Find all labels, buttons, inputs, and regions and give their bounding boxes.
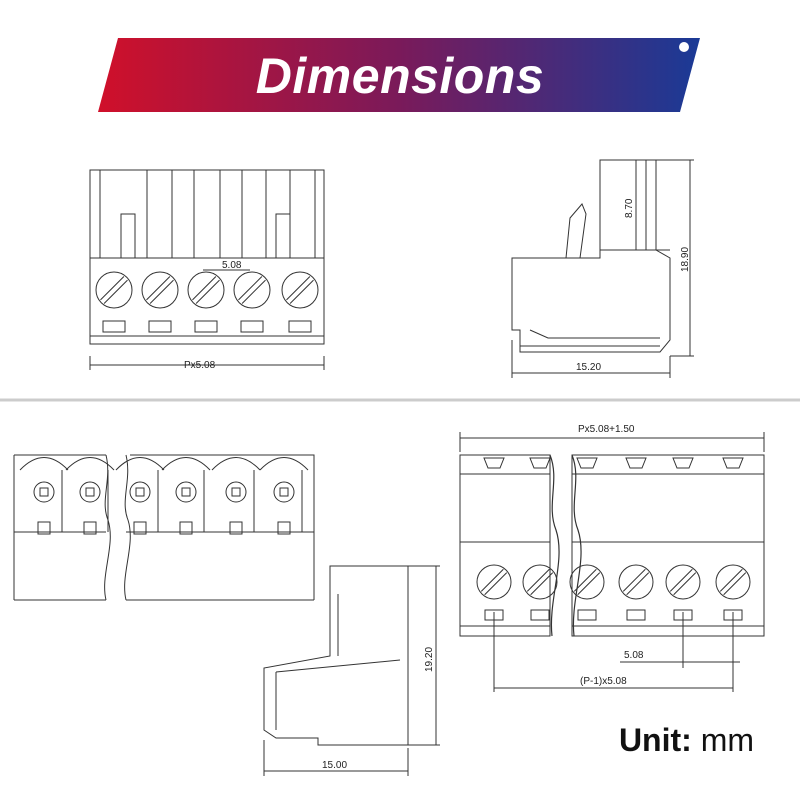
screw-terminal	[233, 271, 271, 309]
screw-terminal	[569, 564, 605, 600]
wire-entry	[102, 320, 126, 333]
top-notch	[722, 457, 744, 469]
wire-entry	[288, 320, 312, 333]
wire-entry	[148, 320, 172, 333]
pitch-dimension-top: 5.08	[222, 260, 242, 271]
unit-key: Unit:	[618, 722, 692, 758]
screw-terminal	[95, 271, 133, 309]
wire-entry	[626, 609, 646, 621]
top-notch	[483, 457, 505, 469]
screw-terminal	[665, 564, 701, 600]
depth-dimension-bottom: 15.00	[322, 760, 347, 771]
top-notch	[625, 457, 647, 469]
pitch-dimension-bottom: 5.08	[624, 650, 644, 661]
banner-shape	[98, 38, 700, 112]
width-dimension-top: Px5.08	[184, 360, 216, 371]
screw-terminal	[281, 271, 319, 309]
latch-height-dimension: 8.70	[624, 198, 635, 218]
side-view-bottom	[263, 565, 440, 776]
screw-terminal	[715, 564, 751, 600]
depth-dimension-top: 15.20	[576, 362, 601, 373]
title-banner	[98, 38, 700, 112]
screw-head	[259, 457, 309, 535]
unit-value: mm	[700, 722, 754, 758]
top-notch	[672, 457, 694, 469]
side-view-top	[511, 159, 694, 378]
height-dimension-bottom: 19.20	[424, 647, 435, 672]
span-dimension-bottom: (P-1)x5.08	[580, 676, 627, 687]
top-view-bottom	[13, 454, 315, 601]
screw-head	[115, 457, 165, 535]
screw-head	[65, 457, 115, 535]
screw-terminal	[141, 271, 179, 309]
wire-entry	[530, 609, 550, 621]
front-view-top	[89, 169, 325, 370]
width-dimension-bottom: Px5.08+1.50	[578, 424, 635, 435]
wire-entry	[240, 320, 264, 333]
height-dimension-top: 18.90	[680, 247, 691, 272]
unit-label: Unit: mm	[619, 722, 754, 759]
top-notch	[576, 457, 598, 469]
wire-entry	[194, 320, 218, 333]
front-view-bottom	[459, 432, 765, 692]
screw-terminal	[476, 564, 512, 600]
banner-hole	[679, 42, 689, 52]
screw-terminal	[618, 564, 654, 600]
wire-entry	[577, 609, 597, 621]
screw-head	[19, 457, 69, 535]
screw-head	[211, 457, 261, 535]
screw-head	[161, 457, 211, 535]
top-notch	[529, 457, 551, 469]
screw-terminal	[187, 271, 225, 309]
page-title: Dimensions	[255, 48, 545, 104]
screw-terminal	[522, 564, 558, 600]
